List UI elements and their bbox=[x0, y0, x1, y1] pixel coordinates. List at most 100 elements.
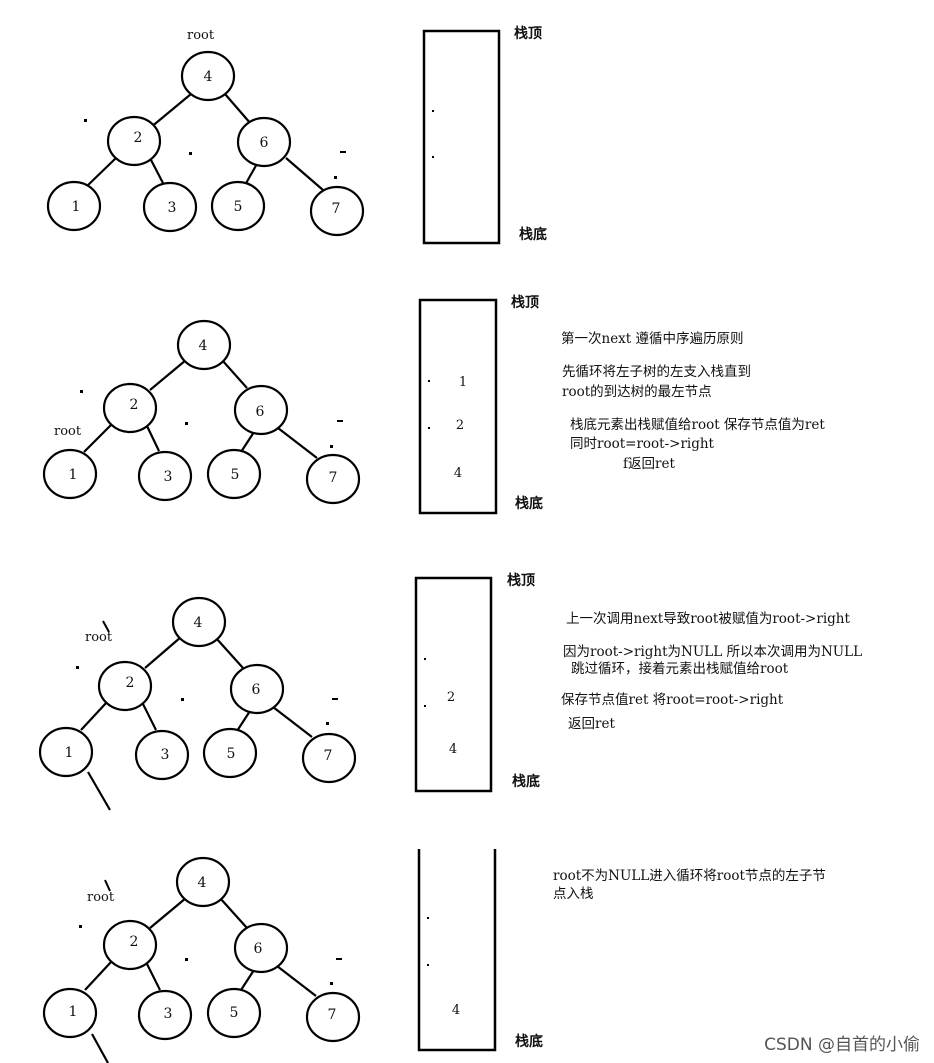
node-7 bbox=[309, 185, 365, 237]
csdn-watermark: CSDN @自首的小偷 bbox=[764, 1035, 920, 1055]
node-6 bbox=[229, 663, 285, 715]
node-2-label: 2 bbox=[126, 675, 135, 691]
node-5 bbox=[210, 180, 266, 232]
edge-6-5 bbox=[240, 431, 255, 453]
node-4-label: 4 bbox=[204, 69, 213, 85]
panel-1: 4 2 6 1 3 5 7 root 栈顶 栈底 bbox=[46, 25, 547, 245]
note-line-3: root的到达树的最左节点 bbox=[562, 384, 712, 400]
note-line-1: 上一次调用next导致root被赋值为root->right bbox=[566, 611, 850, 627]
node-5 bbox=[202, 727, 258, 779]
node-1-label: 1 bbox=[69, 467, 78, 483]
edge-1-null bbox=[91, 1033, 109, 1063]
edge-6-5 bbox=[240, 969, 255, 991]
edge-4-6 bbox=[215, 637, 244, 669]
node-6-label: 6 bbox=[254, 941, 263, 957]
edge-2-3 bbox=[146, 425, 160, 452]
node-6-label: 6 bbox=[256, 404, 265, 420]
panel-3: 4 2 6 1 3 5 7 root 2 4 栈顶 栈底 上一次调用next导致… bbox=[38, 572, 862, 811]
node-6 bbox=[233, 922, 289, 974]
notes-3: 上一次调用next导致root被赋值为root->right 因为root->r… bbox=[561, 611, 862, 732]
stack-bottom-label: 栈底 bbox=[512, 773, 540, 790]
node-3-label: 3 bbox=[164, 469, 173, 485]
note-line-5: 同时root=root->right bbox=[570, 436, 715, 452]
stray-marks bbox=[76, 620, 338, 725]
node-3 bbox=[137, 989, 193, 1041]
stack-item-1: 1 bbox=[459, 375, 467, 390]
stack-item-2: 2 bbox=[456, 418, 464, 433]
node-2 bbox=[102, 382, 158, 434]
stack-box bbox=[418, 298, 498, 515]
stack-box bbox=[414, 576, 493, 793]
edge-4-2 bbox=[149, 359, 187, 391]
edge-2-1 bbox=[83, 423, 113, 453]
node-7-label: 7 bbox=[328, 1007, 337, 1023]
node-7-label: 7 bbox=[324, 748, 333, 764]
node-5-label: 5 bbox=[230, 1005, 239, 1021]
notes-2: 第一次next 遵循中序遍历原则 先循环将左子树的左支入栈直到 root的到达树… bbox=[561, 330, 825, 472]
node-1 bbox=[38, 726, 94, 778]
node-2 bbox=[106, 115, 162, 167]
stack-top-label: 栈顶 bbox=[514, 25, 542, 42]
node-1 bbox=[42, 448, 98, 500]
note-line-1: root不为NULL进入循环将root节点的左子节 bbox=[553, 868, 826, 884]
node-7-label: 7 bbox=[332, 201, 341, 217]
stack-item-1: 4 bbox=[452, 1003, 460, 1018]
panel-2: 4 2 6 1 3 5 7 root 1 2 4 栈顶 栈底 第一次next 遵… bbox=[42, 294, 825, 515]
stray-marks bbox=[79, 879, 342, 985]
stray-marks bbox=[84, 119, 346, 179]
edge-6-7 bbox=[277, 427, 318, 459]
edge-4-2 bbox=[149, 93, 192, 129]
tree-3 bbox=[38, 596, 357, 811]
node-4 bbox=[171, 596, 227, 648]
node-1-label: 1 bbox=[69, 1004, 78, 1020]
note-line-1: 第一次next 遵循中序遍历原则 bbox=[561, 330, 744, 347]
stack-1: 栈顶 栈底 bbox=[422, 25, 547, 245]
edge-1-null bbox=[87, 771, 111, 811]
node-3 bbox=[137, 450, 193, 502]
stack-bottom-label: 栈底 bbox=[519, 226, 547, 243]
node-5 bbox=[206, 448, 262, 500]
stack-box-open-top bbox=[417, 849, 497, 1052]
edge-2-3 bbox=[146, 963, 161, 991]
note-line-4: 保存节点值ret 将root=root->right bbox=[561, 692, 784, 708]
node-4 bbox=[175, 856, 231, 908]
node-2-label: 2 bbox=[130, 934, 139, 950]
note-line-2: 点入栈 bbox=[553, 886, 594, 902]
root-label: root bbox=[85, 630, 113, 645]
stack-4: 4 栈底 bbox=[417, 849, 543, 1052]
node-6 bbox=[233, 384, 289, 436]
node-3-label: 3 bbox=[168, 200, 177, 216]
node-6-label: 6 bbox=[252, 682, 261, 698]
stack-item-1: 2 bbox=[447, 690, 455, 705]
node-3 bbox=[134, 729, 190, 781]
stack-item-2: 4 bbox=[449, 742, 457, 757]
node-7-label: 7 bbox=[329, 470, 338, 486]
node-5-label: 5 bbox=[234, 199, 243, 215]
note-line-2: 因为root->right为NULL 所以本次调用为NULL bbox=[563, 644, 862, 660]
edge-6-5 bbox=[236, 710, 251, 732]
notes-4: root不为NULL进入循环将root节点的左子节 点入栈 bbox=[553, 868, 826, 902]
node-2-label: 2 bbox=[134, 130, 143, 146]
node-1-label: 1 bbox=[65, 745, 74, 761]
edge-2-3 bbox=[149, 157, 165, 186]
edge-6-7 bbox=[276, 965, 317, 997]
root-label: root bbox=[54, 424, 82, 439]
node-2 bbox=[97, 660, 153, 712]
edge-2-1 bbox=[80, 701, 108, 731]
stack-3: 2 4 栈顶 栈底 bbox=[414, 572, 540, 793]
tree-2 bbox=[42, 319, 361, 505]
stack-top-label: 栈顶 bbox=[511, 294, 539, 311]
node-7 bbox=[301, 732, 357, 784]
node-5 bbox=[206, 987, 262, 1039]
node-5-label: 5 bbox=[231, 467, 240, 483]
node-4-label: 4 bbox=[194, 615, 203, 631]
node-6 bbox=[236, 116, 292, 168]
node-5-label: 5 bbox=[227, 746, 236, 762]
edge-6-7 bbox=[285, 157, 324, 191]
node-4-label: 4 bbox=[198, 875, 207, 891]
stack-bottom-label: 栈底 bbox=[515, 495, 543, 512]
tree-1 bbox=[46, 50, 365, 237]
edge-4-2 bbox=[144, 636, 182, 669]
edge-4-2 bbox=[149, 897, 187, 929]
